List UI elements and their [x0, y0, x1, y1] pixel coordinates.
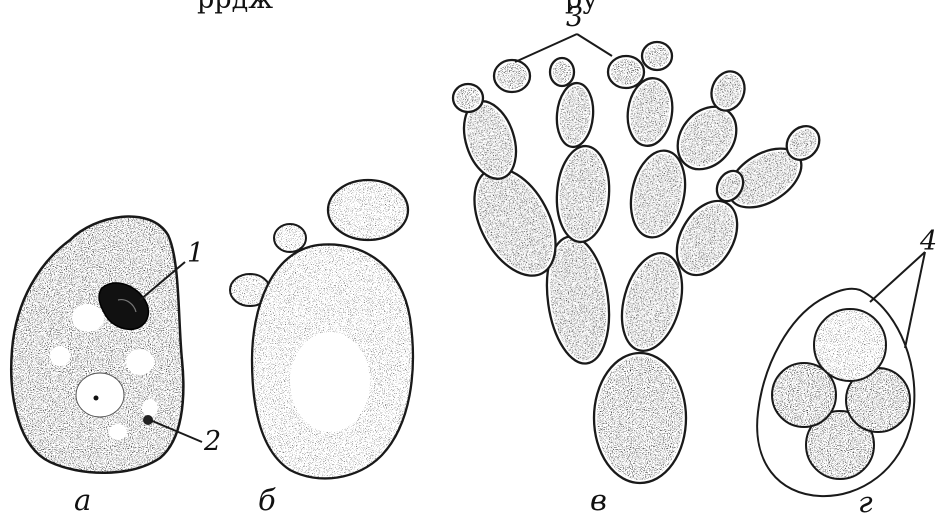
panel-label-v: в	[590, 486, 607, 515]
caption-fragment: ррдж ру	[197, 0, 598, 13]
label-1: 1	[187, 240, 204, 267]
vacuole	[109, 424, 127, 440]
vacuole	[142, 399, 158, 417]
panel-label-a: а	[74, 486, 91, 515]
vacuole	[50, 346, 70, 366]
volutin-granule	[94, 396, 99, 401]
panel-a-cell	[11, 216, 202, 472]
chain-cell-stipple	[553, 61, 571, 83]
panel-b-cell	[230, 180, 413, 478]
vacuole	[72, 304, 104, 332]
leader-3-left	[515, 34, 577, 62]
chain-cell-stipple	[456, 87, 480, 109]
panel-label-g: г	[858, 488, 873, 517]
label-2: 2	[204, 428, 221, 455]
vacuole-large	[76, 373, 124, 417]
label-3: 3	[566, 4, 583, 31]
panel-label-b: б	[258, 486, 276, 515]
chain-cell-stipple	[597, 356, 683, 480]
central-vacuole	[290, 332, 370, 432]
panel-g-ascus	[757, 252, 925, 496]
leader-3-right	[577, 34, 612, 56]
vacuole	[126, 349, 154, 375]
chain-cell-stipple	[611, 59, 641, 85]
label-4: 4	[920, 228, 937, 255]
chain-cell-stipple	[497, 63, 527, 89]
chain-cell-stipple	[645, 45, 669, 67]
